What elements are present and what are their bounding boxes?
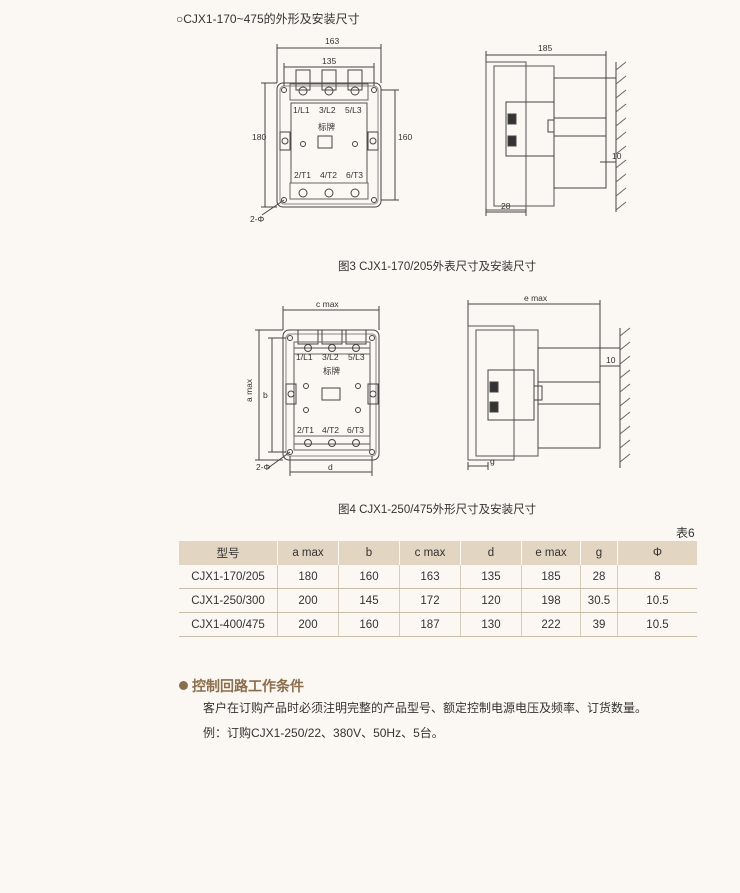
figure-4-caption: 图4 CJX1-250/475外形尺寸及安装尺寸 (338, 504, 537, 516)
table-row: CJX1-250/300 200 145 172 120 198 30.5 10… (179, 588, 697, 613)
table-cell: 172 (399, 588, 461, 613)
table-cell: 180 (277, 565, 339, 589)
fig3-terminal-top-1: 1/L1 (293, 105, 310, 115)
fig4-front-outline (282, 329, 380, 461)
table-cell: 200 (277, 588, 339, 613)
table-cell: 10.5 (617, 588, 697, 613)
order-instruction: 客户在订购产品时必须注明完整的产品型号、额定控制电源电压及频率、订货数量。 (203, 701, 648, 715)
fig4-terminal-top-2: 3/L2 (322, 352, 339, 362)
table-cell: 10.5 (617, 612, 697, 637)
table-header: b (338, 541, 400, 565)
fig3-terminal-bottom-1: 2/T1 (294, 170, 311, 180)
table-cell: 200 (277, 612, 339, 637)
table-header: 型号 (179, 541, 278, 565)
fig3-dim-side-width: 185 (538, 43, 552, 53)
table-header: g (580, 541, 618, 565)
figure-3-drawing: 163 135 180 160 2-Φ 1/L1 3/L2 5/L3 标牌 2/… (250, 36, 627, 224)
fig3-terminal-bottom-2: 4/T2 (320, 170, 337, 180)
fig4-terminal-bottom-2: 4/T2 (322, 425, 339, 435)
fig4-dim-e: e max (524, 293, 548, 303)
table-cell: 160 (338, 612, 400, 637)
table-cell: 185 (521, 565, 581, 589)
order-example: 例：订购CJX1-250/22、380V、50Hz、5台。 (203, 726, 444, 740)
table-cell: 130 (460, 612, 522, 637)
fig3-dim-inner-width: 135 (322, 56, 336, 66)
table-cell: 145 (338, 588, 400, 613)
bullet-icon (179, 681, 188, 690)
table-label: 表6 (676, 526, 695, 540)
table-cell: CJX1-400/475 (179, 612, 278, 637)
table-row: CJX1-400/475 200 160 187 130 222 39 10.5 (179, 612, 697, 637)
fig3-dim-left-height: 180 (252, 132, 266, 142)
fig3-dim-depth: 28 (501, 201, 511, 211)
table-row: CJX1-170/205 180 160 163 135 185 28 8 (179, 565, 697, 589)
fig4-nameplate-box (321, 387, 341, 401)
table-header: Φ (617, 541, 697, 565)
table-header-row: 型号 a max b c max d e max g Φ (179, 541, 697, 565)
table-cell: 187 (399, 612, 461, 637)
fig3-dim-wall-gap: 10 (612, 151, 622, 161)
spec-table: 型号 a max b c max d e max g Φ CJX1-170/20… (179, 541, 697, 637)
fig4-hole-label: 2-Φ (256, 462, 271, 472)
fig4-terminal-bottom-3: 6/T3 (347, 425, 364, 435)
section-title-text: 控制回路工作条件 (192, 678, 304, 694)
fig3-nameplate-label: 标牌 (318, 122, 336, 132)
fig4-dim-b: b (263, 390, 268, 400)
figure-3-caption: 图3 CJX1-170/205外表尺寸及安装尺寸 (338, 261, 537, 273)
table-cell: CJX1-250/300 (179, 588, 278, 613)
fig4-dim-d: d (328, 462, 333, 472)
table-header: e max (521, 541, 581, 565)
table-header: c max (399, 541, 461, 565)
fig4-terminal-top-3: 5/L3 (348, 352, 365, 362)
fig4-dim-c: c max (316, 299, 339, 309)
table-cell: 198 (521, 588, 581, 613)
fig3-terminal-top-3: 5/L3 (345, 105, 362, 115)
fig4-terminal-top-1: 1/L1 (296, 352, 313, 362)
table-cell: 222 (521, 612, 581, 637)
table-cell: 163 (399, 565, 461, 589)
table-header: d (460, 541, 522, 565)
fig4-terminal-bottom-1: 2/T1 (297, 425, 314, 435)
fig4-dim-g: g (490, 456, 495, 466)
figure-4-drawing: c max a max b d 2-Φ 1/L1 3/L2 5/L3 标牌 2/… (244, 293, 631, 476)
fig3-hole-label: 2-Φ (250, 214, 265, 224)
fig3-front-outline (276, 82, 382, 208)
table-cell: 120 (460, 588, 522, 613)
table-cell: CJX1-170/205 (179, 565, 278, 589)
fig4-dim-wall-gap: 10 (606, 355, 616, 365)
table-header: a max (277, 541, 339, 565)
section-title: 控制回路工作条件 (179, 676, 304, 696)
fig3-terminal-bottom-3: 6/T3 (346, 170, 363, 180)
table-cell: 39 (580, 612, 618, 637)
fig4-dim-a: a max (244, 378, 254, 402)
fig4-nameplate-label: 标牌 (323, 366, 341, 376)
fig3-dim-right-height: 160 (398, 132, 412, 142)
table-cell: 160 (338, 565, 400, 589)
table-cell: 28 (580, 565, 618, 589)
fig3-nameplate-box (317, 135, 333, 149)
table-cell: 30.5 (580, 588, 618, 613)
page-heading: ○CJX1-170~475的外形及安装尺寸 (176, 12, 360, 26)
fig3-dim-top-width: 163 (325, 36, 339, 46)
table-cell: 135 (460, 565, 522, 589)
fig3-terminal-top-2: 3/L2 (319, 105, 336, 115)
table-cell: 8 (617, 565, 697, 589)
